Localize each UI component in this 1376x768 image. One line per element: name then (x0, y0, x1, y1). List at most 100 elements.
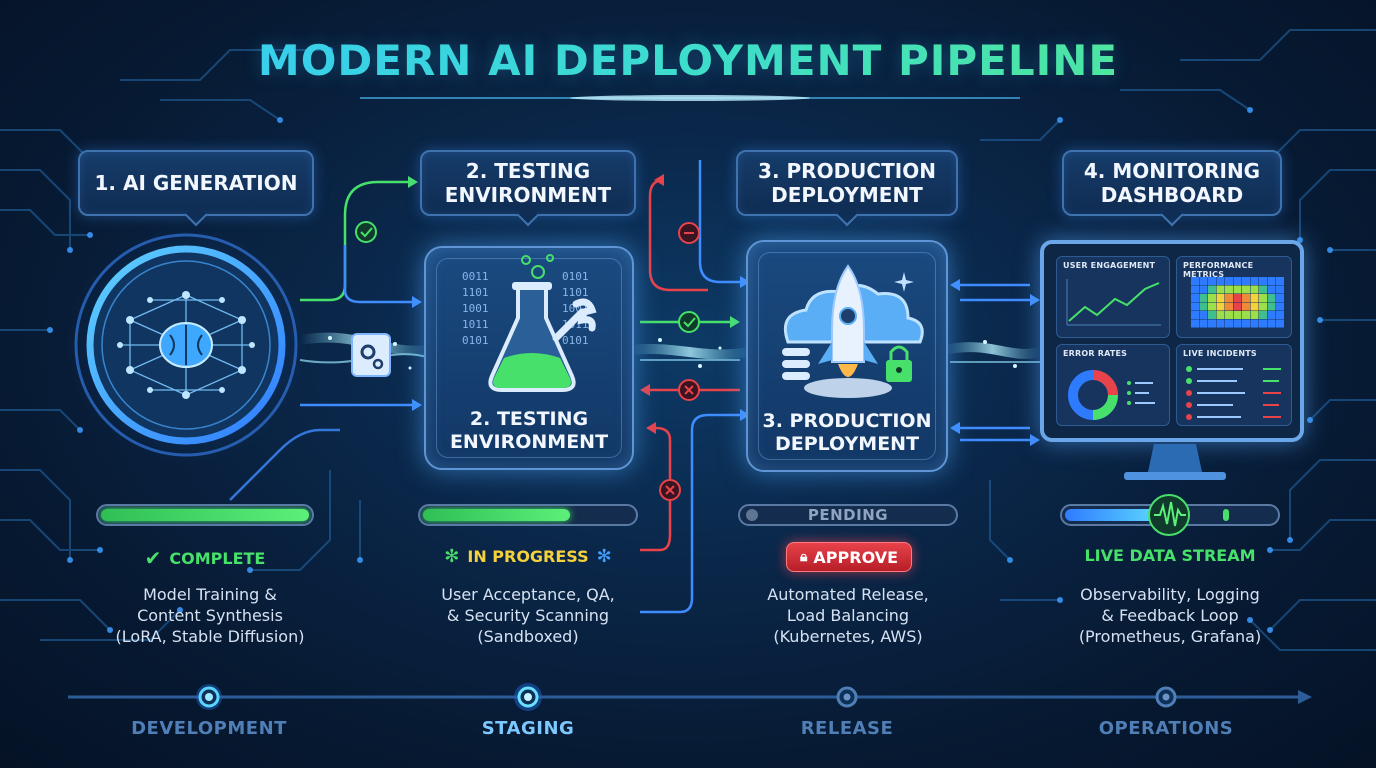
phase-staging: STAGING (481, 718, 575, 739)
status-live-data-stream: LIVE DATA STREAM (1084, 546, 1256, 565)
heatmap-cell (1250, 319, 1259, 328)
heatmap-cell (1233, 319, 1242, 328)
progress-bar-production: PENDING (738, 504, 958, 526)
production-card[interactable]: 3. PRODUCTION DEPLOYMENT (746, 240, 948, 472)
heatmap-cell (1225, 319, 1233, 328)
heatmap-cell (1267, 277, 1276, 285)
timeline-axis (68, 690, 1312, 704)
file-gear-icon (351, 333, 391, 377)
binary-text: 1001 (462, 302, 489, 315)
timeline-node-operations (1155, 686, 1177, 708)
heatmap-cell (1250, 277, 1259, 285)
heatmap-cell (1191, 285, 1199, 294)
heatmap-cell (1225, 294, 1233, 302)
heatmap-cell (1233, 302, 1242, 311)
heatmap-cell (1250, 285, 1259, 294)
heatmap-cell (1233, 277, 1242, 285)
heatmap-cell (1242, 319, 1250, 328)
timeline-nodes (196, 683, 1177, 711)
heatmap-cell (1225, 311, 1233, 319)
binary-text: 0101 (562, 270, 589, 283)
stage-label-ai-generation: 1. AI GENERATION (78, 150, 314, 216)
heatmap-cell (1208, 319, 1216, 328)
heatmap-cell (1233, 285, 1242, 294)
heatmap-cell (1242, 285, 1250, 294)
heatmap-cell (1199, 285, 1208, 294)
heatmap-icon (1191, 277, 1284, 328)
panel-error-rates[interactable]: ERROR RATES (1056, 344, 1170, 426)
heatmap-cell (1267, 285, 1276, 294)
heatmap-cell (1225, 277, 1233, 285)
description-production: Automated Release, Load Balancing (Kuber… (767, 585, 929, 646)
pending-text: PENDING (807, 506, 889, 524)
heatmap-cell (1276, 311, 1284, 319)
heatmap-cell (1216, 319, 1225, 328)
heatmap-cell (1259, 277, 1267, 285)
heatmap-cell (1208, 277, 1216, 285)
heatmap-cell (1199, 319, 1208, 328)
heatmap-cell (1216, 277, 1225, 285)
binary-text: 1011 (462, 318, 489, 331)
heatmap-cell (1199, 302, 1208, 311)
heatmap-cell (1276, 319, 1284, 328)
heatmap-cell (1250, 302, 1259, 311)
binary-text: 1101 (562, 286, 589, 299)
binary-text: 0101 (562, 334, 589, 347)
spinner-icon: ✻ (444, 546, 460, 567)
lock-icon (886, 345, 912, 382)
heatmap-cell (1208, 285, 1216, 294)
stage-label-production: 3. PRODUCTION DEPLOYMENT (736, 150, 958, 216)
check-icon: ✔ (144, 546, 162, 570)
panel-performance-metrics[interactable]: PERFORMANCE METRICS (1176, 256, 1292, 338)
spinner-icon: ✻ (596, 546, 612, 567)
description-monitoring: Observability, Logging & Feedback Loop (… (1078, 585, 1262, 646)
heatmap-cell (1233, 311, 1242, 319)
monitor-stand (1124, 444, 1226, 480)
heatmap-cell (1216, 285, 1225, 294)
heatmap-cell (1216, 302, 1225, 311)
heatmap-cell (1199, 311, 1208, 319)
check-icon (678, 311, 700, 333)
heatmap-cell (1191, 319, 1199, 328)
heatmap-cell (1276, 294, 1284, 302)
heatmap-cell (1259, 319, 1267, 328)
line-chart-icon (1066, 279, 1161, 326)
heatmap-cell (1191, 294, 1199, 302)
heatmap-cell (1208, 311, 1216, 319)
panel-user-engagement[interactable]: USER ENGAGEMENT (1056, 256, 1170, 338)
heatmap-cell (1250, 294, 1259, 302)
phase-development: DEVELOPMENT (131, 718, 287, 739)
heatmap-cell (1199, 294, 1208, 302)
heatmap-cell (1208, 294, 1216, 302)
heatmap-cell (1191, 311, 1199, 319)
approve-button[interactable]: 🔒︎ APPROVE (786, 542, 912, 572)
heatmap-cell (1225, 302, 1233, 311)
heatmap-cell (1259, 294, 1267, 302)
stage-label-testing: 2. TESTING ENVIRONMENT (420, 150, 636, 216)
phase-release: RELEASE (800, 718, 894, 739)
heatmap-cell (1191, 277, 1199, 285)
monitor-icon[interactable]: USER ENGAGEMENT PERFORMANCE METRICS ERRO… (1040, 240, 1304, 442)
binary-text: 0011 (462, 270, 489, 283)
x-icon (659, 479, 681, 501)
heatmap-cell (1250, 311, 1259, 319)
stage-label-monitoring: 4. MONITORING DASHBOARD (1062, 150, 1282, 216)
heatmap-cell (1267, 311, 1276, 319)
heatmap-cell (1276, 277, 1284, 285)
heatmap-cell (1216, 311, 1225, 319)
phase-operations: OPERATIONS (1098, 718, 1234, 739)
status-complete: ✔ COMPLETE (144, 546, 266, 570)
donut-chart-icon (1068, 370, 1155, 420)
heatmap-cell (1276, 302, 1284, 311)
waveform-icon (1148, 494, 1190, 536)
rocket-cloud-icon (782, 264, 924, 398)
minus-icon (678, 222, 700, 244)
heatmap-cell (1267, 319, 1276, 328)
testing-card-caption: 2. TESTING ENVIRONMENT (449, 408, 609, 453)
panel-live-incidents[interactable]: LIVE INCIDENTS (1176, 344, 1292, 426)
heatmap-cell (1242, 302, 1250, 311)
heatmap-cell (1267, 294, 1276, 302)
